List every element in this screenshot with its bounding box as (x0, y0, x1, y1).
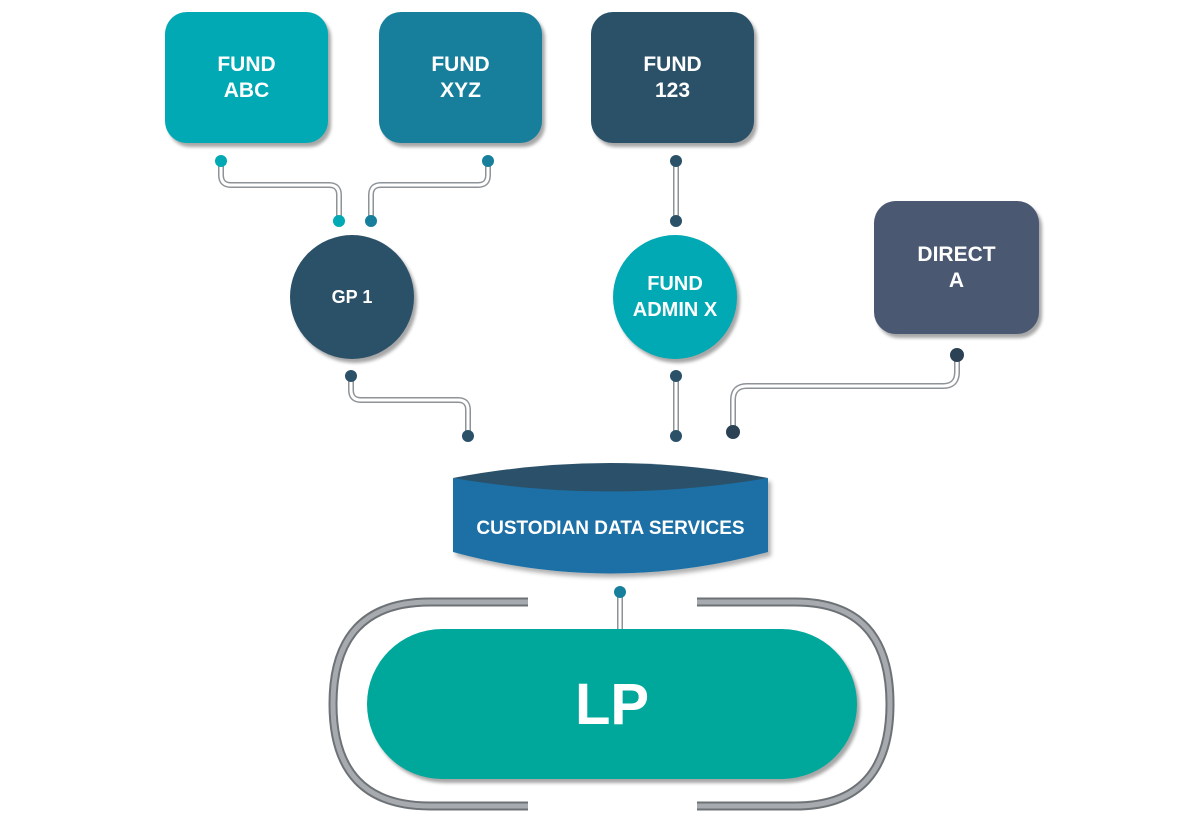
direct-a-line1: DIRECT (917, 242, 996, 266)
connector-dot (670, 215, 682, 227)
custodian-data-services-shape (453, 463, 768, 574)
connector-dot (670, 370, 682, 382)
fund-admin-x-line2: ADMIN X (632, 299, 718, 321)
connector-dot (345, 370, 357, 382)
lp-label: LP (574, 671, 650, 737)
fund-abc-line2: ABC (223, 78, 270, 102)
connector-dot (670, 430, 682, 442)
connector-fund-123-to-fund-admin-x (670, 155, 682, 227)
connector-dot (950, 348, 964, 362)
fund-123-node: FUND 123 (591, 12, 754, 143)
fund-admin-x-line1: FUND (647, 273, 703, 295)
lp-bracket (328, 597, 895, 811)
gp1-node: GP 1 (290, 235, 414, 359)
fund-abc-line1: FUND (217, 52, 276, 76)
connector-fund-abc-to-gp1 (215, 155, 345, 227)
gp1-label: GP 1 (331, 286, 373, 307)
connector-fund-xyz-to-gp1 (365, 155, 494, 227)
connector-gp1-to-custodian (345, 370, 474, 442)
connector-direct-a-to-custodian (726, 348, 964, 439)
fund-xyz-line1: FUND (431, 52, 490, 76)
connector-dot (482, 155, 494, 167)
connector-dot (726, 425, 740, 439)
direct-a-line2: A (948, 268, 965, 292)
fund-123-line2: 123 (654, 78, 691, 102)
fund-abc-node: FUND ABC (165, 12, 328, 143)
connector-dot (215, 155, 227, 167)
connector-dot (333, 215, 345, 227)
connector-fund-admin-x-to-custodian (670, 370, 682, 442)
custodian-data-services-label: CUSTODIAN DATA SERVICES (476, 518, 745, 539)
fund-xyz-line2: XYZ (440, 78, 481, 102)
connector-dot (614, 586, 626, 598)
connector-custodian-to-lp (614, 586, 626, 630)
fund-123-line1: FUND (643, 52, 702, 76)
connector-dot (365, 215, 377, 227)
connector-dot (462, 430, 474, 442)
lp-node: LP (367, 629, 857, 779)
direct-a-node: DIRECT A (874, 201, 1039, 334)
fund-xyz-node: FUND XYZ (379, 12, 542, 143)
fund-admin-x-node: FUND ADMIN X (613, 235, 737, 359)
connector-dot (670, 155, 682, 167)
